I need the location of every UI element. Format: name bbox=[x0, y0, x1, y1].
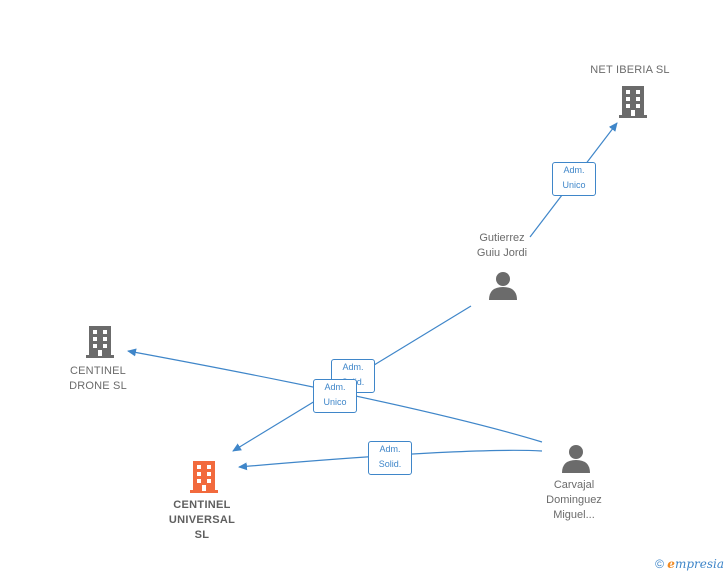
edge-carvajal-to-centinel-universal bbox=[238, 449, 543, 471]
building-icon bbox=[86, 326, 114, 358]
node-label: Gutierrez Guiu Jordi bbox=[476, 232, 528, 259]
person-icon bbox=[562, 445, 590, 473]
brand-logo-e: e bbox=[667, 557, 675, 571]
node-label: CENTINEL UNIVERSAL SL bbox=[168, 499, 236, 541]
empresia-footer[interactable]: © empresia bbox=[655, 557, 724, 571]
node-centinel-universal[interactable]: CENTINEL UNIVERSAL SL bbox=[152, 498, 252, 543]
node-net-iberia[interactable]: NET IBERIA SL bbox=[570, 63, 690, 78]
relation-label-adm-unico[interactable]: Adm. Unico bbox=[552, 162, 596, 196]
copyright-icon: © bbox=[655, 557, 664, 571]
relation-label-adm-unico[interactable]: Adm. Unico bbox=[313, 379, 357, 413]
building-icon bbox=[190, 461, 218, 493]
node-carvajal[interactable]: Carvajal Dominguez Miguel... bbox=[524, 478, 624, 523]
edge-carvajal-to-centinel-drone bbox=[127, 348, 543, 443]
node-label: NET IBERIA SL bbox=[590, 64, 670, 76]
person-icon bbox=[489, 272, 517, 300]
relation-label-adm-solid[interactable]: Adm. Solid. bbox=[368, 441, 412, 475]
node-label: Carvajal Dominguez Miguel... bbox=[546, 479, 602, 521]
building-icon bbox=[619, 86, 647, 118]
node-centinel-drone[interactable]: CENTINEL DRONE SL bbox=[48, 364, 148, 394]
brand-logo-text: mpresia bbox=[674, 557, 724, 571]
node-label: CENTINEL DRONE SL bbox=[69, 365, 127, 392]
node-gutierrez[interactable]: Gutierrez Guiu Jordi bbox=[452, 231, 552, 261]
